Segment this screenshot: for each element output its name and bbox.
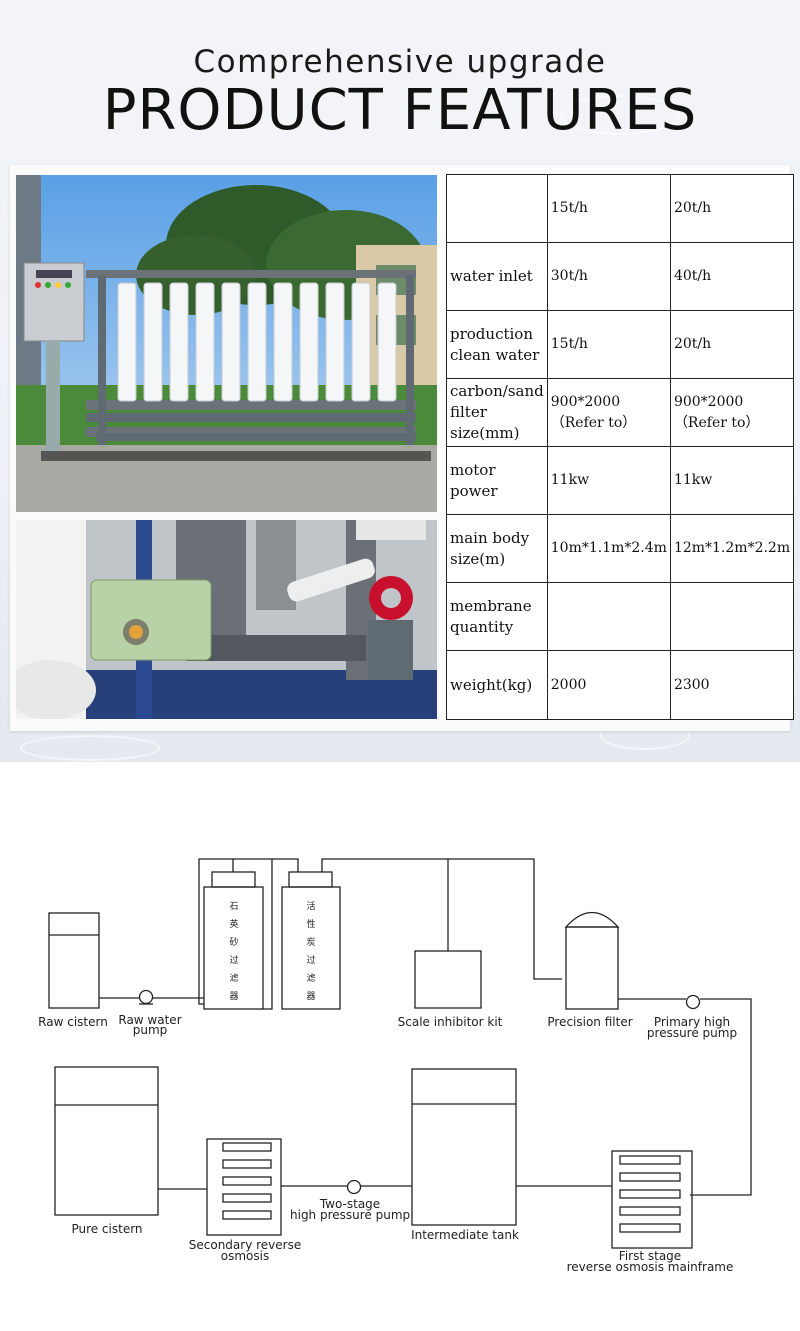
cell-15t: 900*2000 （Refer to） [546,378,671,447]
intermediate-tank-label: Intermediate tank [411,1228,519,1242]
scale-inhibitor-label: Scale inhibitor kit [397,1015,503,1029]
flow-lines [48,858,752,1249]
cell-20t [669,582,795,651]
cell-15t [546,582,671,651]
water-ripple-decoration [560,95,680,135]
cell-20t: 2300 [669,650,795,720]
secondary-ro-label-2: osmosis [220,1249,270,1263]
cell-15t: 30t/h [546,242,671,311]
row-label: carbon/sand filter size(mm) [446,378,548,447]
row-label: motor power [446,446,548,515]
features-hero: Comprehensive upgrade PRODUCT FEATURES [0,0,800,762]
primary-pump-label-2: pressure pump [646,1026,738,1040]
water-ripple-decoration [20,735,160,761]
secondary-ro-label-1: Secondary reverse [188,1238,302,1252]
cell-20t: 20t/h [669,310,795,379]
pure-cistern-tank [54,1066,159,1216]
first-stage-label-2: reverse osmosis mainframe [566,1260,734,1274]
raw-water-pump-icon [138,989,154,1005]
skid-illustration [16,175,437,512]
scale-inhibitor-tank [414,950,482,1009]
cell-20t: 40t/h [669,242,795,311]
table-row: carbon/sand filter size(mm) 900*2000 （Re… [446,378,795,447]
table-row: 15t/h 20t/h [446,174,795,243]
first-stage-ro-frame [611,1150,693,1249]
table-row: motor power 11kw 11kw [446,446,795,515]
cell-15t: 11kw [546,446,671,515]
table-row: membrane quantity [446,582,795,651]
primary-pump-icon [685,994,701,1010]
precision-filter-dome [564,912,620,928]
section-title: PRODUCT FEATURES [102,78,698,143]
table-row: production clean water 15t/h 20t/h [446,310,795,379]
precision-filter-tank [565,926,619,1010]
two-stage-pump-label-1: Two-stage [319,1197,381,1211]
raw-cistern-tank [48,912,100,1009]
raw-cistern-label: Raw cistern [38,1015,108,1029]
row-label: membrane quantity [446,582,548,651]
two-stage-pump-label-2: high pressure pump [290,1208,411,1222]
specification-table: 15t/h 20t/h water inlet 30t/h 40t/h prod… [446,174,795,720]
row-label: water inlet [446,242,548,311]
intermediate-tank [411,1068,517,1226]
row-label: weight(kg) [446,650,548,720]
row-label [446,174,548,243]
two-stage-pump-icon [346,1179,362,1195]
row-label: main body size(m) [446,514,548,583]
cell-15t: 15t/h [546,310,671,379]
row-label: production clean water [446,310,548,379]
cell-20t: 12m*1.2m*2.2m [669,514,795,583]
sand-filter-cap [211,871,256,888]
process-flow-diagram: 石英砂过滤器 活性炭过滤器 Raw cistern Raw water pump… [0,762,800,1331]
cell-15t: 15t/h [546,174,671,243]
valve-illustration [16,520,437,719]
raw-water-pump-label-1: Raw water [118,1013,182,1027]
sand-filter-label: 石英砂过滤器 [229,902,239,1002]
cell-20t: 20t/h [669,174,795,243]
product-photo-valve [16,520,437,719]
first-stage-label-1: First stage [618,1249,682,1263]
carbon-filter-cap [288,871,333,888]
cell-15t: 2000 [546,650,671,720]
cell-20t: 900*2000 （Refer to） [669,378,795,447]
cell-20t: 11kw [669,446,795,515]
table-row: main body size(m) 10m*1.1m*2.4m 12m*1.2m… [446,514,795,583]
product-photo-skid [16,175,437,512]
precision-filter-label: Precision filter [547,1015,633,1029]
primary-pump-label-1: Primary high [653,1015,731,1029]
pure-cistern-label: Pure cistern [71,1222,143,1236]
raw-water-pump-label-2: pump [132,1023,168,1037]
section-subtitle: Comprehensive upgrade [193,44,607,80]
table-row: weight(kg) 2000 2300 [446,650,795,720]
carbon-filter-label: 活性炭过滤器 [306,902,316,1002]
secondary-ro-frame [206,1138,282,1236]
table-row: water inlet 30t/h 40t/h [446,242,795,311]
cell-15t: 10m*1.1m*2.4m [546,514,671,583]
